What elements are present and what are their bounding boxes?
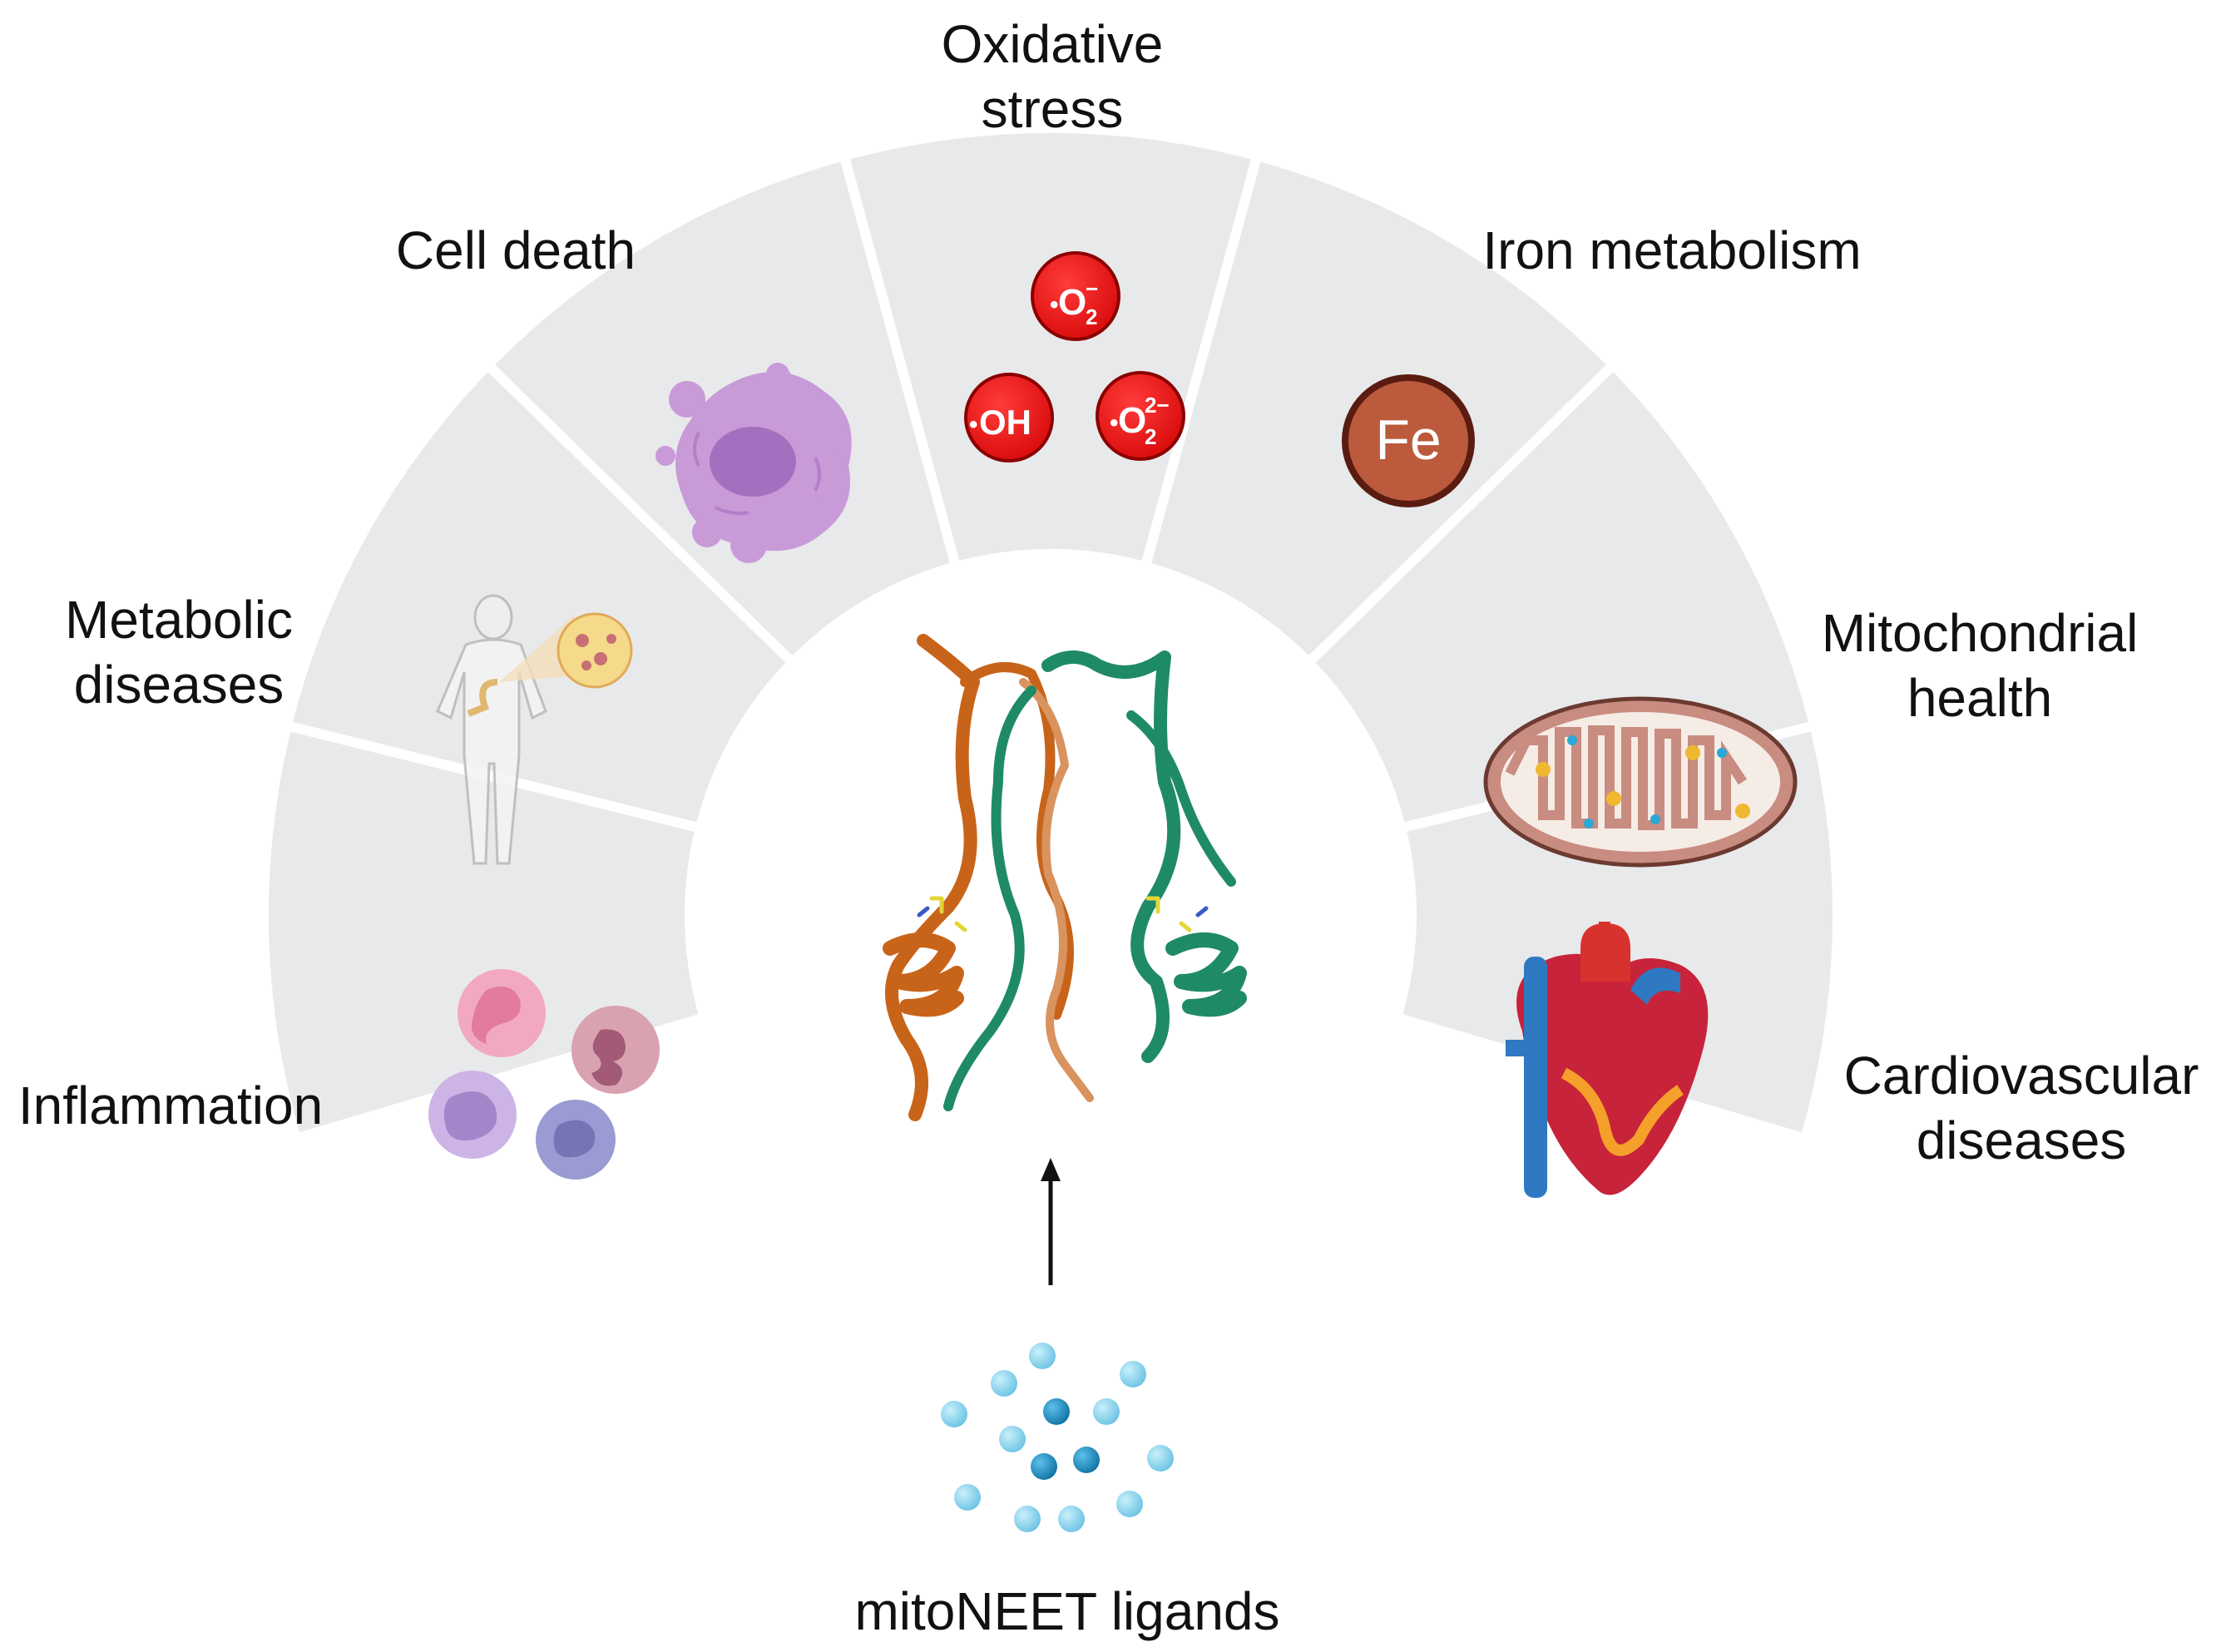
label-cell-death: Cell death: [366, 218, 665, 283]
immune-cells-icon: [428, 969, 660, 1180]
ligand-molecule: [1014, 1506, 1041, 1532]
mitochondrion-icon: [1483, 696, 1798, 868]
superoxide-sup: −: [1086, 276, 1098, 301]
ligand-molecule: [941, 1401, 967, 1427]
hydroxyl-label: OH: [979, 403, 1031, 442]
ligand-molecule: [1147, 1445, 1174, 1471]
arrow-up-icon: [1041, 1158, 1061, 1285]
ligand-molecule: [1116, 1491, 1143, 1517]
ligand-molecule: [1058, 1506, 1085, 1532]
ros-dot-3: •: [1110, 409, 1119, 437]
ligand-molecule: [1093, 1398, 1120, 1425]
human-body-adipose-icon: [436, 594, 633, 865]
apoptotic-cell-icon: [655, 363, 852, 563]
superoxide-sub: 2: [1086, 304, 1097, 329]
iron-symbol: Fe: [1375, 408, 1441, 472]
superoxide-label: O: [1058, 282, 1086, 323]
ros-dot-1: •: [1050, 291, 1059, 319]
ligand-molecules-icon: [941, 1343, 1174, 1532]
label-inflammation: Inflammation: [0, 1073, 341, 1138]
ligand-molecule: [991, 1370, 1017, 1397]
label-cell-death-line: Cell death: [395, 220, 636, 280]
ligand-molecule: [1031, 1453, 1057, 1480]
ligand-molecule: [1029, 1343, 1056, 1369]
ligands-label: mitoNEET ligands: [854, 1581, 1280, 1641]
ligand-molecule: [1043, 1398, 1070, 1425]
ros-dot-2: •: [969, 411, 978, 438]
label-oxidative-line: stress: [981, 79, 1124, 139]
ligand-molecule: [1120, 1361, 1146, 1387]
ligand-molecule: [954, 1484, 981, 1511]
label-metabolic-line: diseases: [73, 655, 284, 715]
reactive-oxygen-species-icon: • O 2 − • OH • O 2 2−: [964, 251, 1185, 462]
peroxide-label: O: [1118, 400, 1146, 441]
label-mito-line: Mitochondrial: [1821, 603, 2139, 663]
ligand-molecule: [999, 1426, 1026, 1452]
label-iron: Iron metabolism: [1447, 218, 1897, 283]
label-cardio-line: diseases: [1916, 1110, 2127, 1170]
label-metabolic-line: Metabolic: [65, 590, 293, 650]
iron-atom-icon: Fe: [1342, 374, 1475, 507]
label-cardio-line: Cardiovascular: [1843, 1046, 2199, 1105]
label-inflammation-line: Inflammation: [17, 1076, 324, 1135]
ligand-molecule: [1073, 1447, 1100, 1473]
label-oxidative-line: Oxidative: [941, 14, 1164, 74]
peroxide-sub: 2: [1145, 424, 1156, 449]
peroxide-sup: 2−: [1145, 393, 1170, 418]
label-mito-line: health: [1907, 668, 2053, 728]
heart-icon: [1506, 922, 1709, 1198]
label-iron-line: Iron metabolism: [1482, 220, 1862, 280]
mitoneet-protein-structure-icon: [883, 634, 1247, 1121]
segment-metabolic: [293, 372, 786, 823]
